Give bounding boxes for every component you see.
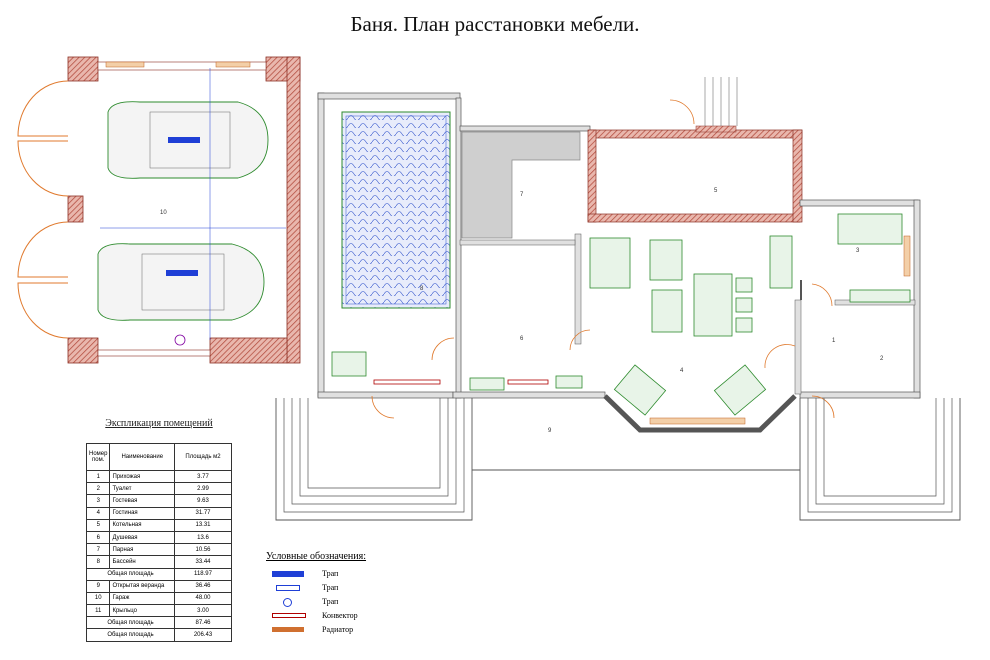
- room-number-9: 9: [548, 428, 552, 434]
- convector-icon: [272, 613, 306, 618]
- legend-item-drain-point: Трап: [266, 596, 436, 610]
- legend-item-drain-grate: Трап: [266, 568, 436, 582]
- car-bottom: [97, 243, 265, 321]
- room-number-4: 4: [680, 368, 684, 374]
- room-number-10: 10: [160, 210, 167, 216]
- room-explication: Экспликация помещений Номер пом. Наимено…: [85, 418, 232, 642]
- drain-point-icon: [283, 598, 292, 607]
- explication-title: Экспликация помещений: [105, 418, 213, 429]
- room-number-7: 7: [520, 192, 524, 198]
- garage: 10: [17, 56, 301, 364]
- room-number-6: 6: [520, 336, 524, 342]
- car-top: [107, 101, 269, 179]
- room-number-3: 3: [856, 248, 860, 254]
- radiator-icon: [272, 627, 304, 632]
- drain-slot-icon: [276, 585, 300, 591]
- header-num: Номер пом.: [85, 443, 111, 471]
- room-number-2: 2: [880, 356, 884, 362]
- header-name: Наименование: [109, 443, 175, 471]
- legend: Условные обозначения: Трап Трап Трап Кон…: [266, 551, 436, 638]
- legend-item-convector: Конвектор: [266, 610, 436, 624]
- main-building: 8 7 5 6 4 3 1 2: [275, 77, 961, 521]
- legend-item-drain-slot: Трап: [266, 582, 436, 596]
- legend-item-radiator: Радиатор: [266, 624, 436, 638]
- page-title: Баня. План расстановки мебели.: [350, 12, 640, 36]
- room-number-1: 1: [832, 338, 836, 344]
- drain-grate-icon: [272, 571, 304, 577]
- room-number-8: 8: [420, 286, 424, 292]
- legend-title: Условные обозначения:: [266, 551, 367, 562]
- header-area: Площадь м2: [174, 443, 232, 471]
- room-number-5: 5: [714, 188, 718, 194]
